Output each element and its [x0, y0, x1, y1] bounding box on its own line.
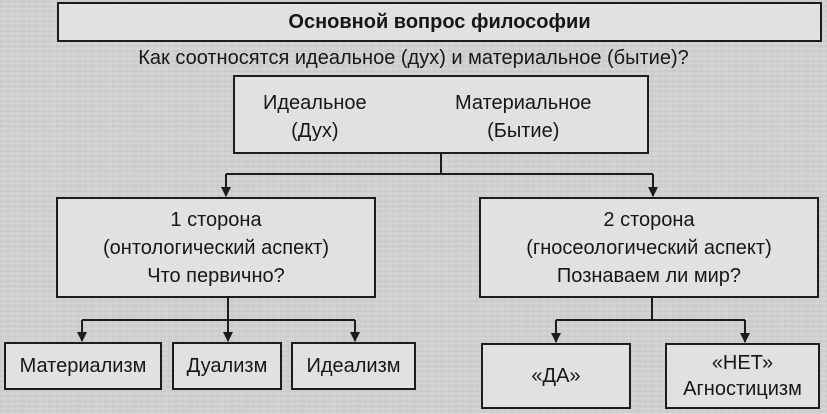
yes-label: «ДА»: [531, 365, 581, 387]
main-question-title: Основной вопрос философии: [57, 2, 822, 42]
spirit-label: (Дух): [291, 120, 339, 142]
side1-heading: 1 сторона: [170, 208, 262, 231]
materialism-box: Материализм: [4, 342, 162, 390]
being-label: (Бытие): [487, 120, 560, 142]
idealism-box: Идеализм: [291, 342, 416, 390]
epistemological-side-box: 2 сторона (гносеологический аспект) Позн…: [479, 197, 819, 298]
question-text: Как соотносятся идеальное (дух) и матери…: [138, 47, 689, 69]
side1-question: Что первично?: [147, 264, 285, 287]
idealism-label: Идеализм: [306, 355, 401, 377]
agnosticism-label: Агностицизм: [683, 378, 802, 400]
side2-heading: 2 сторона: [603, 208, 695, 231]
side1-aspect: (онтологический аспект): [103, 236, 329, 259]
dualism-box: Дуализм: [172, 342, 282, 390]
relation-box: Идеальное (Дух) Материальное (Бытие): [233, 75, 649, 154]
material-column: Материальное (Бытие): [455, 89, 591, 145]
agnosticism-box: «НЕТ» Агностицизм: [665, 343, 820, 409]
material-label: Материальное: [455, 92, 592, 114]
dualism-label: Дуализм: [186, 355, 268, 377]
no-label: «НЕТ»: [711, 352, 774, 374]
materialism-label: Материализм: [19, 355, 147, 377]
side2-question: Познаваем ли мир?: [556, 264, 742, 287]
yes-box: «ДА»: [481, 343, 631, 409]
ideal-column: Идеальное (Дух): [263, 89, 367, 145]
ideal-label: Идеальное: [263, 92, 367, 114]
ontological-side-box: 1 сторона (онтологический аспект) Что пе…: [56, 197, 376, 298]
side2-aspect: (гносеологический аспект): [526, 236, 772, 259]
title-text: Основной вопрос философии: [288, 10, 591, 33]
